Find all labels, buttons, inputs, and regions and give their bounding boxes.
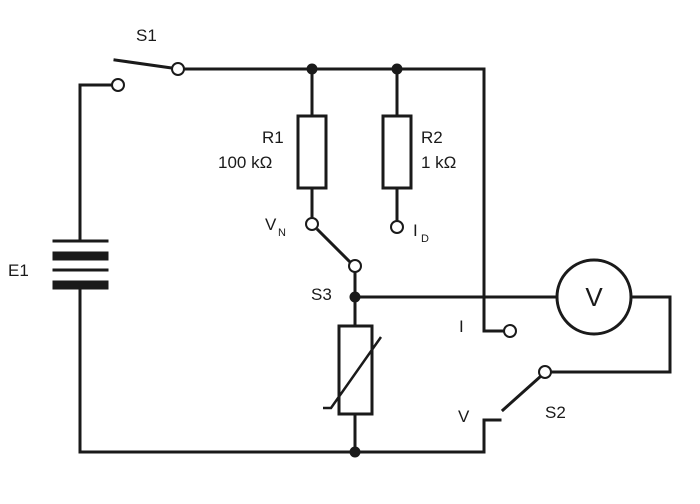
- label-id: I: [413, 221, 418, 240]
- label-id-subscript: D: [421, 233, 429, 245]
- label-i-terminal: I: [459, 317, 464, 336]
- wire-right-branch: [482, 67, 506, 333]
- thermistor: [323, 324, 383, 416]
- voltmeter-label: V: [585, 282, 603, 312]
- resistor-r1: [296, 114, 328, 190]
- junction-node-bottom: [349, 446, 361, 458]
- thermistor-slash: [323, 336, 383, 410]
- label-e1: E1: [8, 261, 29, 280]
- junction-node-s3: [349, 291, 361, 303]
- junction-node-r2: [391, 63, 403, 75]
- label-s1: S1: [136, 26, 157, 45]
- wire-left-lower: [78, 285, 502, 454]
- s3-terminal-id[interactable]: [390, 220, 404, 234]
- voltmeter: V: [555, 258, 633, 336]
- wire-left-upper: [78, 83, 114, 242]
- label-vn: V: [265, 215, 277, 234]
- battery-e1: [52, 239, 109, 290]
- s1-terminal-left[interactable]: [111, 78, 125, 92]
- voltmeter-circle: [555, 258, 633, 336]
- label-vn-subscript: N: [278, 227, 286, 239]
- s2-terminal-common[interactable]: [538, 365, 552, 379]
- label-r1-value: 100 kΩ: [218, 153, 272, 172]
- s3-blade: [315, 227, 353, 265]
- s1-blade: [113, 58, 174, 70]
- s1-terminal-right[interactable]: [171, 62, 185, 76]
- label-s2: S2: [545, 403, 566, 422]
- s3-terminal-vn[interactable]: [305, 217, 319, 231]
- label-r1-name: R1: [262, 128, 284, 147]
- thermistor-body: [337, 324, 374, 416]
- label-r2-name: R2: [421, 128, 443, 147]
- s2-blade: [500, 373, 544, 413]
- wire-voltmeter-to-s2: [549, 295, 672, 374]
- s2-terminal-i[interactable]: [503, 324, 517, 338]
- label-v-terminal: V: [458, 407, 470, 426]
- label-r2-value: 1 kΩ: [421, 153, 456, 172]
- junction-node-r1: [306, 63, 318, 75]
- label-s3: S3: [311, 285, 332, 304]
- resistor-r2: [381, 114, 413, 190]
- s3-terminal-common[interactable]: [348, 259, 362, 273]
